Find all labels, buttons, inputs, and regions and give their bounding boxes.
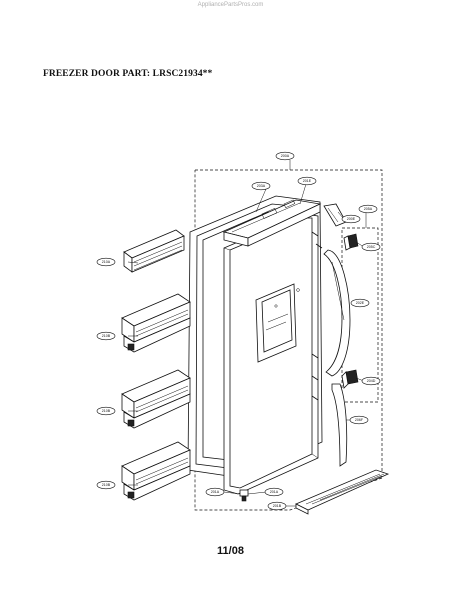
callout-210b-1: 210B [96, 331, 116, 341]
callout-210a: 210A [96, 257, 116, 267]
callout-label: 210A [102, 260, 111, 264]
door-bin-large-2 [121, 369, 191, 429]
callout-201b: 201B [267, 501, 287, 511]
callout-label: 210B [102, 483, 111, 487]
callout-201a-2: 201A [264, 487, 284, 497]
door-top-cap [222, 199, 322, 247]
assembly-outline [194, 169, 383, 511]
callout-205a: 205A [358, 204, 378, 214]
callout-200e: 200E [341, 214, 361, 224]
callout-200a: 200A [275, 151, 295, 161]
callout-210b-2: 210B [96, 406, 116, 416]
callout-label: 202E [356, 301, 365, 305]
callout-202e: 202E [350, 298, 370, 308]
door-panel [223, 213, 319, 495]
callout-203a: 203A [251, 181, 271, 191]
callout-label: 205C [367, 245, 376, 249]
door-bin-small [123, 229, 185, 273]
bottom-rail [295, 469, 390, 515]
handle-subassembly-outline [341, 227, 379, 403]
door-bin-large-1 [121, 293, 191, 353]
callout-204d: 204D [361, 376, 381, 386]
callout-label: 200E [347, 217, 356, 221]
callout-205c: 205C [361, 242, 381, 252]
lower-handle-bar [331, 383, 348, 467]
callout-201a: 201A [205, 487, 225, 497]
callout-210b-3: 210B [96, 480, 116, 490]
handle-top-cap [323, 203, 347, 227]
bottom-hinge [239, 489, 249, 502]
callout-label: 200A [281, 154, 290, 158]
callout-label: 210B [102, 334, 111, 338]
callout-label: 201A [270, 490, 279, 494]
handle-bracket-lower [341, 369, 359, 389]
callout-label: 206F [355, 418, 364, 422]
callout-label: 210B [102, 409, 111, 413]
door-handle [323, 249, 351, 377]
diagram-title: FREEZER DOOR PART: LRSC21934** [43, 69, 213, 79]
callout-201e: 201E [297, 176, 317, 186]
handle-bracket-upper [343, 233, 359, 251]
door-bin-large-3 [121, 441, 191, 501]
screws [311, 231, 323, 401]
page-date: 11/08 [217, 545, 244, 557]
watermark: AppliancePartsPros.com [197, 2, 264, 8]
callout-206f: 206F [349, 415, 369, 425]
callout-label: 201B [273, 504, 282, 508]
callout-label: 205A [364, 207, 373, 211]
callout-label: 204D [367, 379, 376, 383]
callout-label: 201A [211, 490, 220, 494]
callout-label: 203A [257, 184, 266, 188]
callout-label: 201E [303, 179, 312, 183]
